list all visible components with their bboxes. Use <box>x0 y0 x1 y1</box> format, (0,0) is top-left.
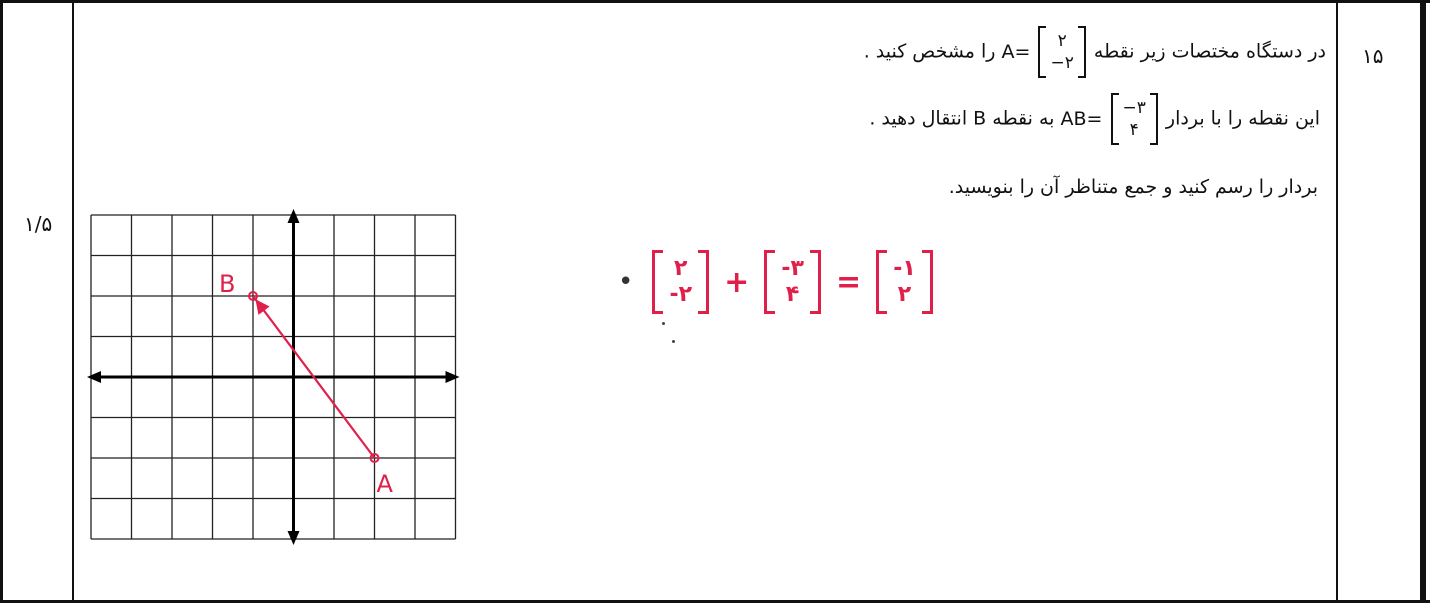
line1-text-end: را مشخص کنید . <box>863 40 996 63</box>
left-border <box>0 0 3 603</box>
question-number: ۱۵ <box>1362 44 1384 68</box>
x-axis-arrow-left <box>87 371 101 383</box>
top-border <box>0 0 1430 3</box>
grid-lines <box>90 214 457 540</box>
point-a-matrix: ۲−۲ <box>1038 26 1086 78</box>
score-column-divider <box>72 0 74 603</box>
point-a-marker <box>369 453 380 463</box>
point-a-definition: ۲−۲ <box>1036 26 1087 78</box>
y-axis-arrow-up <box>287 209 300 223</box>
answer-m3-top: -۱ <box>893 256 916 281</box>
line2-text-start: این نقطه را با بردار <box>1165 107 1320 130</box>
x-axis-arrow-right <box>445 371 460 383</box>
answer-m3-bottom: ۲ <box>897 282 912 307</box>
stray-dot-1 <box>662 322 665 325</box>
vector-line <box>252 295 376 459</box>
bottom-border <box>0 600 1430 603</box>
axes <box>87 209 460 545</box>
point-b-label: B <box>219 270 235 298</box>
vector-ab: AB <box>219 270 394 498</box>
right-border <box>1420 0 1426 603</box>
answer-m2-bottom: ۴ <box>785 282 800 307</box>
answer-matrix-1: ۲-۲ <box>652 250 709 314</box>
vector-ab-label: AB= <box>1060 107 1103 130</box>
matrix-ab-bottom: ۴ <box>1129 120 1139 140</box>
point-a-label: A= <box>1001 40 1031 63</box>
question-line-1: در دستگاه مختصات زیر نقطه ۲−۲ A= را مشخص… <box>864 26 1326 78</box>
answer-m1-bottom: -۲ <box>669 282 692 307</box>
question-score: ۱/۵ <box>24 212 53 236</box>
matrix-ab-top: −۳ <box>1122 98 1146 118</box>
coordinate-graph: AB <box>87 209 460 545</box>
line1-text-start: در دستگاه مختصات زیر نقطه <box>1093 40 1326 63</box>
line2-text-end: به نقطه B انتقال دهید . <box>869 107 1055 130</box>
answer-m2-top: -۳ <box>781 256 804 281</box>
point-b-marker <box>248 291 258 301</box>
matrix-a-top: ۲ <box>1057 31 1067 51</box>
vector-arrowhead <box>255 299 270 315</box>
number-column-divider <box>1336 0 1338 603</box>
matrix-a-bottom: −۲ <box>1050 53 1074 73</box>
y-axis-arrow-down <box>287 531 300 545</box>
answer-equals-sign: = <box>835 264 862 300</box>
stray-dot-2 <box>672 340 675 343</box>
question-line-3: بردار را رسم کنید و جمع متناظر آن را بنو… <box>948 176 1318 198</box>
point-a-label: A <box>377 470 394 498</box>
answer-m1-top: ۲ <box>674 256 688 281</box>
answer-plus-sign: + <box>724 264 750 300</box>
